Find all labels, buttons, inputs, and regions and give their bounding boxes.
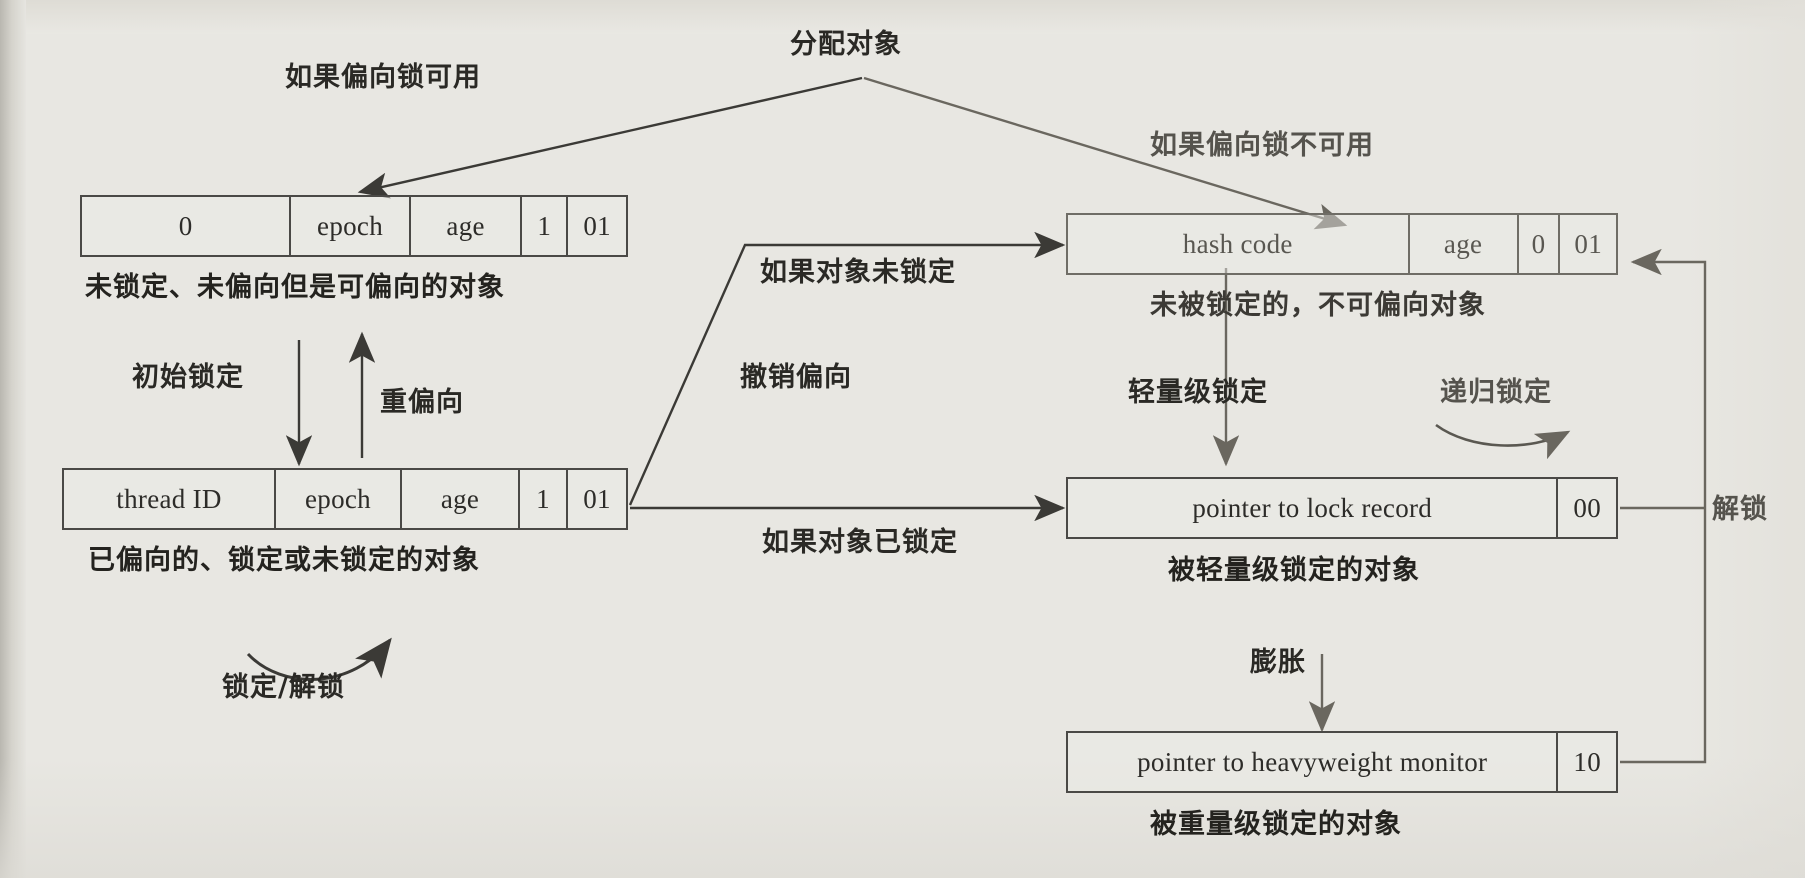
markword-box-heavyweight-locked: pointer to heavyweight monitor 10 bbox=[1066, 731, 1618, 793]
label-if-biased-lock-unavailable: 如果偏向锁不可用 bbox=[1150, 130, 1374, 161]
label-if-object-locked: 如果对象已锁定 bbox=[762, 527, 958, 558]
markword-cell-heavyweight-monitor: pointer to heavyweight monitor bbox=[1068, 733, 1559, 791]
markword-cell-lock-record-tag: 00 bbox=[1573, 492, 1602, 523]
label-lock-unlock: 锁定/解锁 bbox=[222, 672, 345, 703]
label-if-object-unlocked: 如果对象未锁定 bbox=[760, 257, 956, 288]
markword-box-lightweight-locked: pointer to lock record 00 bbox=[1066, 477, 1618, 539]
markword-box-biased: thread ID epoch age 1 01 bbox=[62, 468, 628, 530]
paper-shade-left bbox=[0, 0, 26, 878]
label-unlock: 解锁 bbox=[1712, 494, 1768, 525]
markword-cell-bias-epoch: epoch bbox=[291, 197, 411, 255]
connector-unlock-heavyweight bbox=[1620, 248, 1707, 764]
label-allocate-object: 分配对象 bbox=[790, 29, 902, 60]
markword-cell-lock-record: pointer to lock record bbox=[1068, 479, 1559, 537]
caption-biasable: 未锁定、未偏向但是可偏向的对象 bbox=[85, 272, 505, 303]
markword-cell-bias-tag: 01 bbox=[583, 210, 611, 241]
paper-shade-right bbox=[1685, 0, 1805, 878]
label-recursive-lock: 递归锁定 bbox=[1440, 377, 1552, 408]
label-if-biased-lock-available: 如果偏向锁可用 bbox=[285, 62, 481, 93]
label-lightweight-lock: 轻量级锁定 bbox=[1128, 377, 1268, 408]
markword-cell-biased-thread: thread ID bbox=[64, 470, 276, 528]
markword-box-biasable: 0 epoch age 1 01 bbox=[80, 195, 628, 257]
markword-cell-bias-thread: 0 bbox=[82, 197, 292, 255]
caption-lightweight-locked: 被轻量级锁定的对象 bbox=[1168, 555, 1420, 586]
markword-cell-hash-flag: 0 bbox=[1519, 215, 1561, 273]
markword-cell-biased-age: age bbox=[402, 470, 520, 528]
markword-cell-bias-flag: 1 bbox=[522, 197, 569, 255]
markword-cell-hash-code: hash code bbox=[1068, 215, 1410, 273]
markword-cell-biased-flag: 1 bbox=[520, 470, 568, 528]
markword-cell-bias-age: age bbox=[411, 197, 523, 255]
paper-shade-top bbox=[0, 0, 1805, 34]
label-initial-lock: 初始锁定 bbox=[132, 362, 244, 393]
markword-cell-biased-epoch: epoch bbox=[276, 470, 402, 528]
markword-box-unlocked-nonbiasable: hash code age 0 01 bbox=[1066, 213, 1618, 275]
caption-biased: 已偏向的、锁定或未锁定的对象 bbox=[88, 545, 480, 576]
caption-unlocked-nonbiasable: 未被锁定的，不可偏向对象 bbox=[1150, 290, 1486, 321]
caption-heavyweight-locked: 被重量级锁定的对象 bbox=[1150, 809, 1402, 840]
label-rebias: 重偏向 bbox=[380, 387, 464, 418]
markword-cell-heavyweight-tag: 10 bbox=[1573, 746, 1602, 777]
label-inflate: 膨胀 bbox=[1250, 647, 1306, 678]
markword-cell-hash-tag: 01 bbox=[1574, 228, 1602, 259]
connector-recursive-lock bbox=[1435, 423, 1571, 460]
markword-cell-biased-tag: 01 bbox=[583, 483, 611, 514]
label-revoke-bias: 撤销偏向 bbox=[740, 362, 852, 393]
connector-allocate-to-biasable bbox=[357, 76, 863, 199]
markword-cell-hash-age: age bbox=[1410, 215, 1519, 273]
